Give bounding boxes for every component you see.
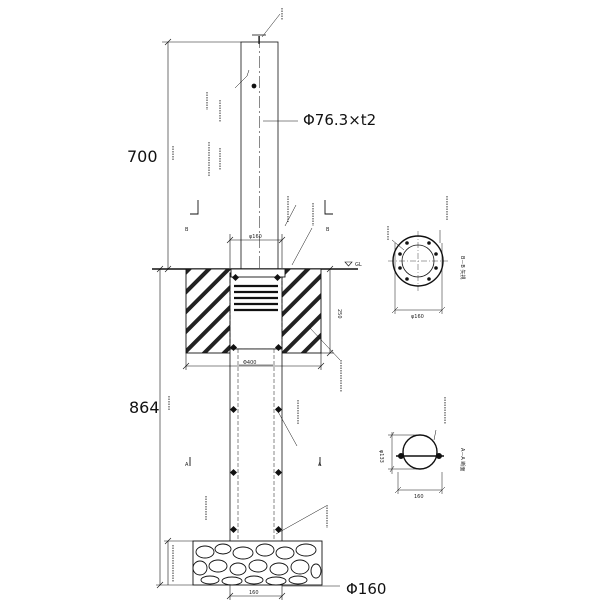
dimension-lines-horizontal <box>182 234 325 600</box>
above-ground-height: 700 <box>127 147 158 166</box>
section-aa-view <box>388 429 446 494</box>
section-a-left-label: A <box>185 462 189 468</box>
phi133-label: φ133 <box>378 450 384 463</box>
post-spec: Φ76.3×t2 <box>303 111 377 129</box>
section-b-left-label: B <box>185 227 189 233</box>
section-bb-label: B－B 矢視 <box>459 256 466 279</box>
leader-lines <box>261 13 341 587</box>
dimension-lines-left <box>156 38 334 589</box>
width-160-section-label: 160 <box>414 494 424 500</box>
section-bb-view <box>388 230 448 314</box>
section-a-right-label: A <box>318 462 322 468</box>
phi160-top-label: φ160 <box>249 234 262 240</box>
width-160-bottom-label: 160 <box>249 590 259 596</box>
gl-label: GL <box>355 262 362 268</box>
section-aa-label: A－A 断面 <box>459 448 466 471</box>
pipe-below-ground <box>229 273 283 543</box>
phi160-section-label: φ160 <box>411 314 424 320</box>
tiny-annotations <box>168 8 448 582</box>
depth-250-label: 250 <box>336 309 342 319</box>
phi400-label: Φ400 <box>243 360 256 366</box>
section-b-right-label: B <box>326 227 330 233</box>
gravel-base <box>192 540 323 586</box>
below-ground-depth: 864 <box>129 398 160 417</box>
concrete-foundation <box>185 268 322 354</box>
section-marks <box>189 200 333 466</box>
base-diameter: Φ160 <box>346 580 387 598</box>
